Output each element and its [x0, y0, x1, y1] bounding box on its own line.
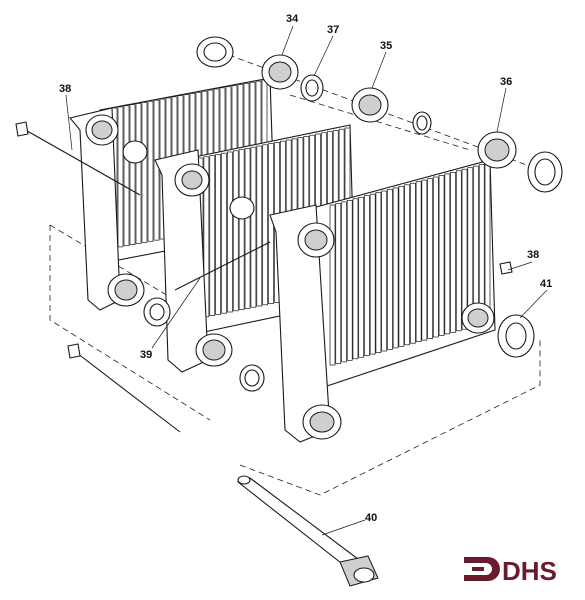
fin [117, 106, 124, 248]
fin [444, 173, 451, 335]
fin [381, 190, 388, 352]
callout-37: 37 [327, 24, 339, 36]
fin [256, 145, 263, 307]
fin [135, 103, 142, 244]
fin [427, 178, 433, 339]
fin [473, 165, 479, 327]
dhs-logo: DHS [464, 556, 557, 585]
fin [147, 100, 154, 242]
fin [392, 187, 399, 349]
dhs-logo-mark [464, 557, 500, 581]
fin [478, 164, 485, 325]
callout-labels: 34 37 35 36 38 38 41 39 40 [59, 13, 552, 524]
fin [250, 146, 257, 308]
fin [450, 171, 456, 333]
fin [341, 201, 347, 363]
callout-40: 40 [365, 512, 377, 524]
fin [387, 189, 393, 350]
fin [352, 198, 359, 360]
fin [398, 185, 405, 347]
fin [421, 179, 428, 341]
fin [232, 150, 239, 312]
fin [244, 148, 251, 309]
fin [262, 144, 269, 306]
fin [329, 204, 336, 366]
fin [410, 182, 416, 344]
fin [358, 196, 365, 358]
callout-34: 34 [286, 13, 299, 25]
burner-tube [236, 475, 379, 587]
gasket-rings [143, 36, 563, 392]
fin [484, 162, 491, 324]
fin [432, 176, 439, 338]
front-boiler-section [269, 131, 517, 443]
fin [369, 193, 376, 355]
fin [415, 181, 422, 343]
fin [438, 175, 445, 336]
fin [141, 102, 148, 243]
callout-41: 41 [540, 278, 552, 290]
callout-35: 35 [380, 40, 392, 52]
fin [209, 155, 216, 316]
tie-rods [15, 121, 513, 433]
fin [404, 184, 410, 346]
fin [129, 104, 136, 245]
callout-39: 39 [140, 349, 152, 361]
callout-38-right: 38 [527, 249, 539, 261]
fin [335, 203, 342, 364]
dhs-logo-text: DHS [502, 556, 557, 585]
fin [221, 152, 227, 314]
fin [153, 99, 160, 241]
fin [364, 195, 370, 357]
fin [461, 168, 468, 330]
fin [123, 105, 130, 247]
fin [215, 154, 221, 315]
fin [455, 170, 462, 332]
leader-lines [65, 25, 548, 536]
callout-36: 36 [500, 76, 512, 88]
fin [238, 149, 245, 310]
callout-38-top: 38 [59, 83, 71, 95]
fin [375, 192, 382, 353]
fin [346, 199, 353, 361]
fin [227, 151, 233, 313]
